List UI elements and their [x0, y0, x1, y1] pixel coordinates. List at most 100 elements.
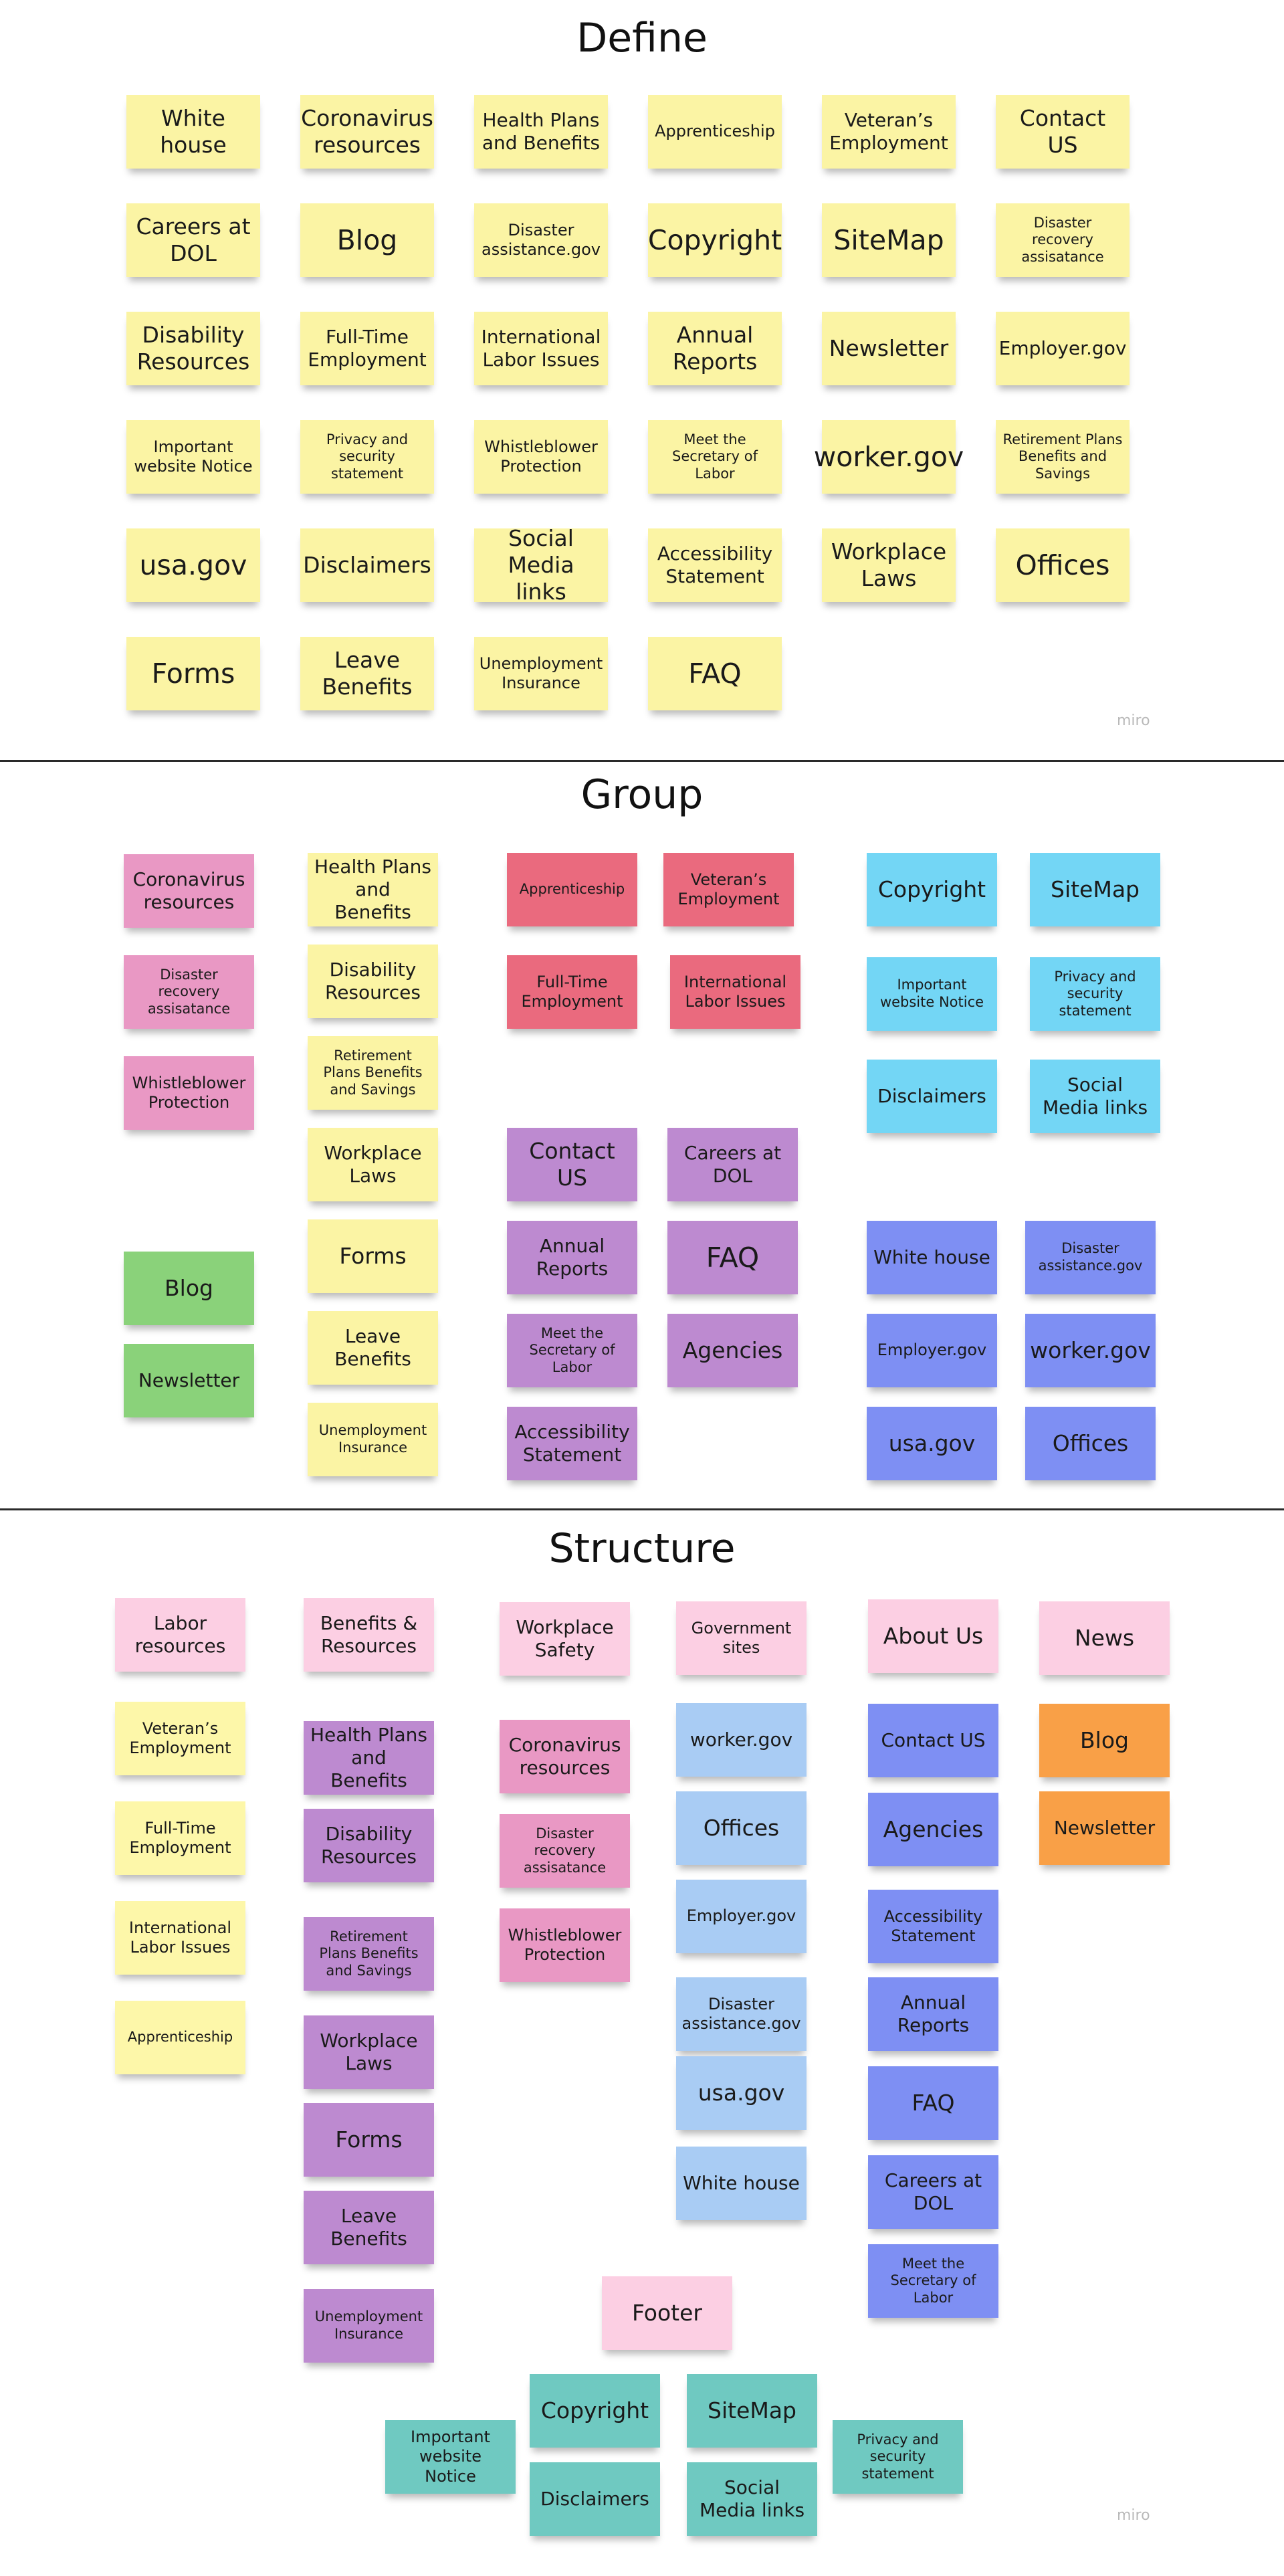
sticky-note[interactable]: Leave Benefits [300, 637, 434, 710]
sticky-note[interactable]: usa.gov [126, 528, 260, 602]
sticky-note[interactable]: Disclaimers [867, 1060, 997, 1133]
sticky-note[interactable]: Workplace Laws [822, 528, 956, 602]
sticky-note[interactable]: Forms [126, 637, 260, 710]
sticky-note[interactable]: Offices [676, 1791, 807, 1865]
sticky-note[interactable]: Apprenticeship [648, 95, 782, 169]
sticky-note[interactable]: Newsletter [1039, 1791, 1170, 1865]
sticky-note[interactable]: Annual Reports [868, 1977, 998, 2051]
category-header-note[interactable]: About Us [868, 1599, 998, 1673]
sticky-note[interactable]: Disclaimers [530, 2462, 660, 2536]
sticky-note[interactable]: Social Media links [474, 525, 608, 605]
sticky-note[interactable]: Offices [1025, 1407, 1156, 1480]
sticky-note[interactable]: Disclaimers [300, 528, 434, 602]
sticky-note[interactable]: Forms [304, 2103, 434, 2177]
sticky-note[interactable]: Privacy and security statement [300, 420, 434, 494]
sticky-note[interactable]: Whistleblower Protection [500, 1908, 630, 1982]
sticky-note[interactable]: Disability Resources [304, 1809, 434, 1882]
sticky-note[interactable]: Full-Time Employment [507, 955, 637, 1029]
sticky-note[interactable]: Newsletter [822, 312, 956, 385]
sticky-note[interactable]: Accessibility Statement [868, 1890, 998, 1963]
sticky-note[interactable]: worker.gov [676, 1703, 807, 1777]
category-header-note[interactable]: Labor resources [115, 1598, 245, 1672]
sticky-note[interactable]: SiteMap [687, 2374, 817, 2448]
sticky-note[interactable]: Copyright [530, 2374, 660, 2448]
sticky-note[interactable]: Accessibility Statement [507, 1407, 637, 1480]
sticky-note[interactable]: Retirement Plans Benefits and Savings [996, 420, 1130, 494]
sticky-note[interactable]: Disaster assistance.gov [474, 203, 608, 277]
sticky-note[interactable]: SiteMap [822, 203, 956, 277]
sticky-note[interactable]: Privacy and security statement [833, 2420, 963, 2494]
sticky-note[interactable]: Blog [300, 203, 434, 277]
sticky-note[interactable]: Agencies [667, 1314, 798, 1387]
sticky-note[interactable]: Whistleblower Protection [474, 420, 608, 494]
sticky-note[interactable]: Annual Reports [507, 1221, 637, 1294]
sticky-note[interactable]: Disability Resources [126, 312, 260, 385]
sticky-note[interactable]: Privacy and security statement [1030, 957, 1160, 1031]
sticky-note[interactable]: Retirement Plans Benefits and Savings [304, 1917, 434, 1991]
sticky-note[interactable]: Unemployment Insurance [474, 637, 608, 710]
sticky-note[interactable]: Contact US [868, 1704, 998, 1777]
sticky-note[interactable]: FAQ [868, 2066, 998, 2140]
sticky-note[interactable]: FAQ [648, 637, 782, 710]
sticky-note[interactable]: Disaster recovery assisatance [124, 955, 254, 1029]
sticky-note[interactable]: Workplace Laws [304, 2015, 434, 2089]
sticky-note[interactable]: Unemployment Insurance [304, 2289, 434, 2363]
sticky-note[interactable]: Social Media links [687, 2462, 817, 2536]
category-header-note[interactable]: Footer [602, 2276, 732, 2350]
sticky-note[interactable]: Copyright [867, 853, 997, 926]
sticky-note[interactable]: Forms [308, 1219, 438, 1293]
sticky-note[interactable]: Employer.gov [676, 1880, 807, 1953]
sticky-note[interactable]: Disaster recovery assisatance [500, 1814, 630, 1888]
sticky-note[interactable]: International Labor Issues [474, 312, 608, 385]
sticky-note[interactable]: SiteMap [1030, 853, 1160, 926]
sticky-note[interactable]: Health Plans and Benefits [304, 1721, 434, 1795]
sticky-note[interactable]: Careers at DOL [868, 2155, 998, 2229]
sticky-note[interactable]: Disaster recovery assisatance [996, 203, 1130, 277]
sticky-note[interactable]: Coronavirus resources [300, 95, 434, 169]
sticky-note[interactable]: Health Plans and Benefits [474, 95, 608, 169]
sticky-note[interactable]: Newsletter [124, 1344, 254, 1417]
sticky-note[interactable]: usa.gov [867, 1407, 997, 1480]
sticky-note[interactable]: Offices [996, 528, 1130, 602]
sticky-note[interactable]: worker.gov [1025, 1314, 1156, 1387]
sticky-note[interactable]: Retirement Plans Benefits and Savings [308, 1036, 438, 1110]
sticky-note[interactable]: Contact US [996, 95, 1130, 169]
sticky-note[interactable]: Full-Time Employment [300, 312, 434, 385]
category-header-note[interactable]: News [1039, 1601, 1170, 1675]
sticky-note[interactable]: Unemployment Insurance [308, 1403, 438, 1476]
sticky-note[interactable]: International Labor Issues [115, 1901, 245, 1975]
sticky-note[interactable]: Meet the Secretary of Labor [648, 420, 782, 494]
sticky-note[interactable]: Coronavirus resources [124, 854, 254, 928]
sticky-note[interactable]: Employer.gov [996, 312, 1130, 385]
sticky-note[interactable]: worker.gov [814, 420, 964, 494]
sticky-note[interactable]: White house [676, 2147, 807, 2220]
sticky-note[interactable]: Important website Notice [385, 2420, 516, 2494]
sticky-note[interactable]: Employer.gov [867, 1314, 997, 1387]
sticky-note[interactable]: Apprenticeship [115, 2001, 245, 2074]
category-header-note[interactable]: Benefits & Resources [304, 1598, 434, 1672]
sticky-note[interactable]: Careers at DOL [667, 1128, 798, 1201]
sticky-note[interactable]: Leave Benefits [304, 2191, 434, 2264]
sticky-note[interactable]: Apprenticeship [507, 853, 637, 926]
sticky-note[interactable]: Veteran’s Employment [115, 1702, 245, 1775]
sticky-note[interactable]: Veteran’s Employment [663, 853, 794, 926]
sticky-note[interactable]: Important website Notice [867, 957, 997, 1031]
sticky-note[interactable]: Blog [1039, 1704, 1170, 1777]
sticky-note[interactable]: International Labor Issues [670, 955, 800, 1029]
sticky-note[interactable]: Veteran’s Employment [822, 95, 956, 169]
sticky-note[interactable]: Social Media links [1030, 1060, 1160, 1133]
sticky-note[interactable]: Disability Resources [308, 945, 438, 1018]
sticky-note[interactable]: Full-Time Employment [115, 1801, 245, 1875]
sticky-note[interactable]: Accessibility Statement [648, 528, 782, 602]
sticky-note[interactable]: Disaster assistance.gov [1025, 1221, 1156, 1294]
sticky-note[interactable]: Workplace Laws [308, 1128, 438, 1201]
sticky-note[interactable]: usa.gov [676, 2056, 807, 2130]
sticky-note[interactable]: Annual Reports [648, 312, 782, 385]
sticky-note[interactable]: Health Plans and Benefits [308, 853, 438, 926]
sticky-note[interactable]: White house [126, 95, 260, 169]
sticky-note[interactable]: Meet the Secretary of Labor [868, 2244, 998, 2318]
sticky-note[interactable]: FAQ [667, 1221, 798, 1294]
sticky-note[interactable]: Important website Notice [126, 420, 260, 494]
sticky-note[interactable]: Disaster assistance.gov [676, 1977, 807, 2051]
sticky-note[interactable]: Meet the Secretary of Labor [507, 1314, 637, 1387]
